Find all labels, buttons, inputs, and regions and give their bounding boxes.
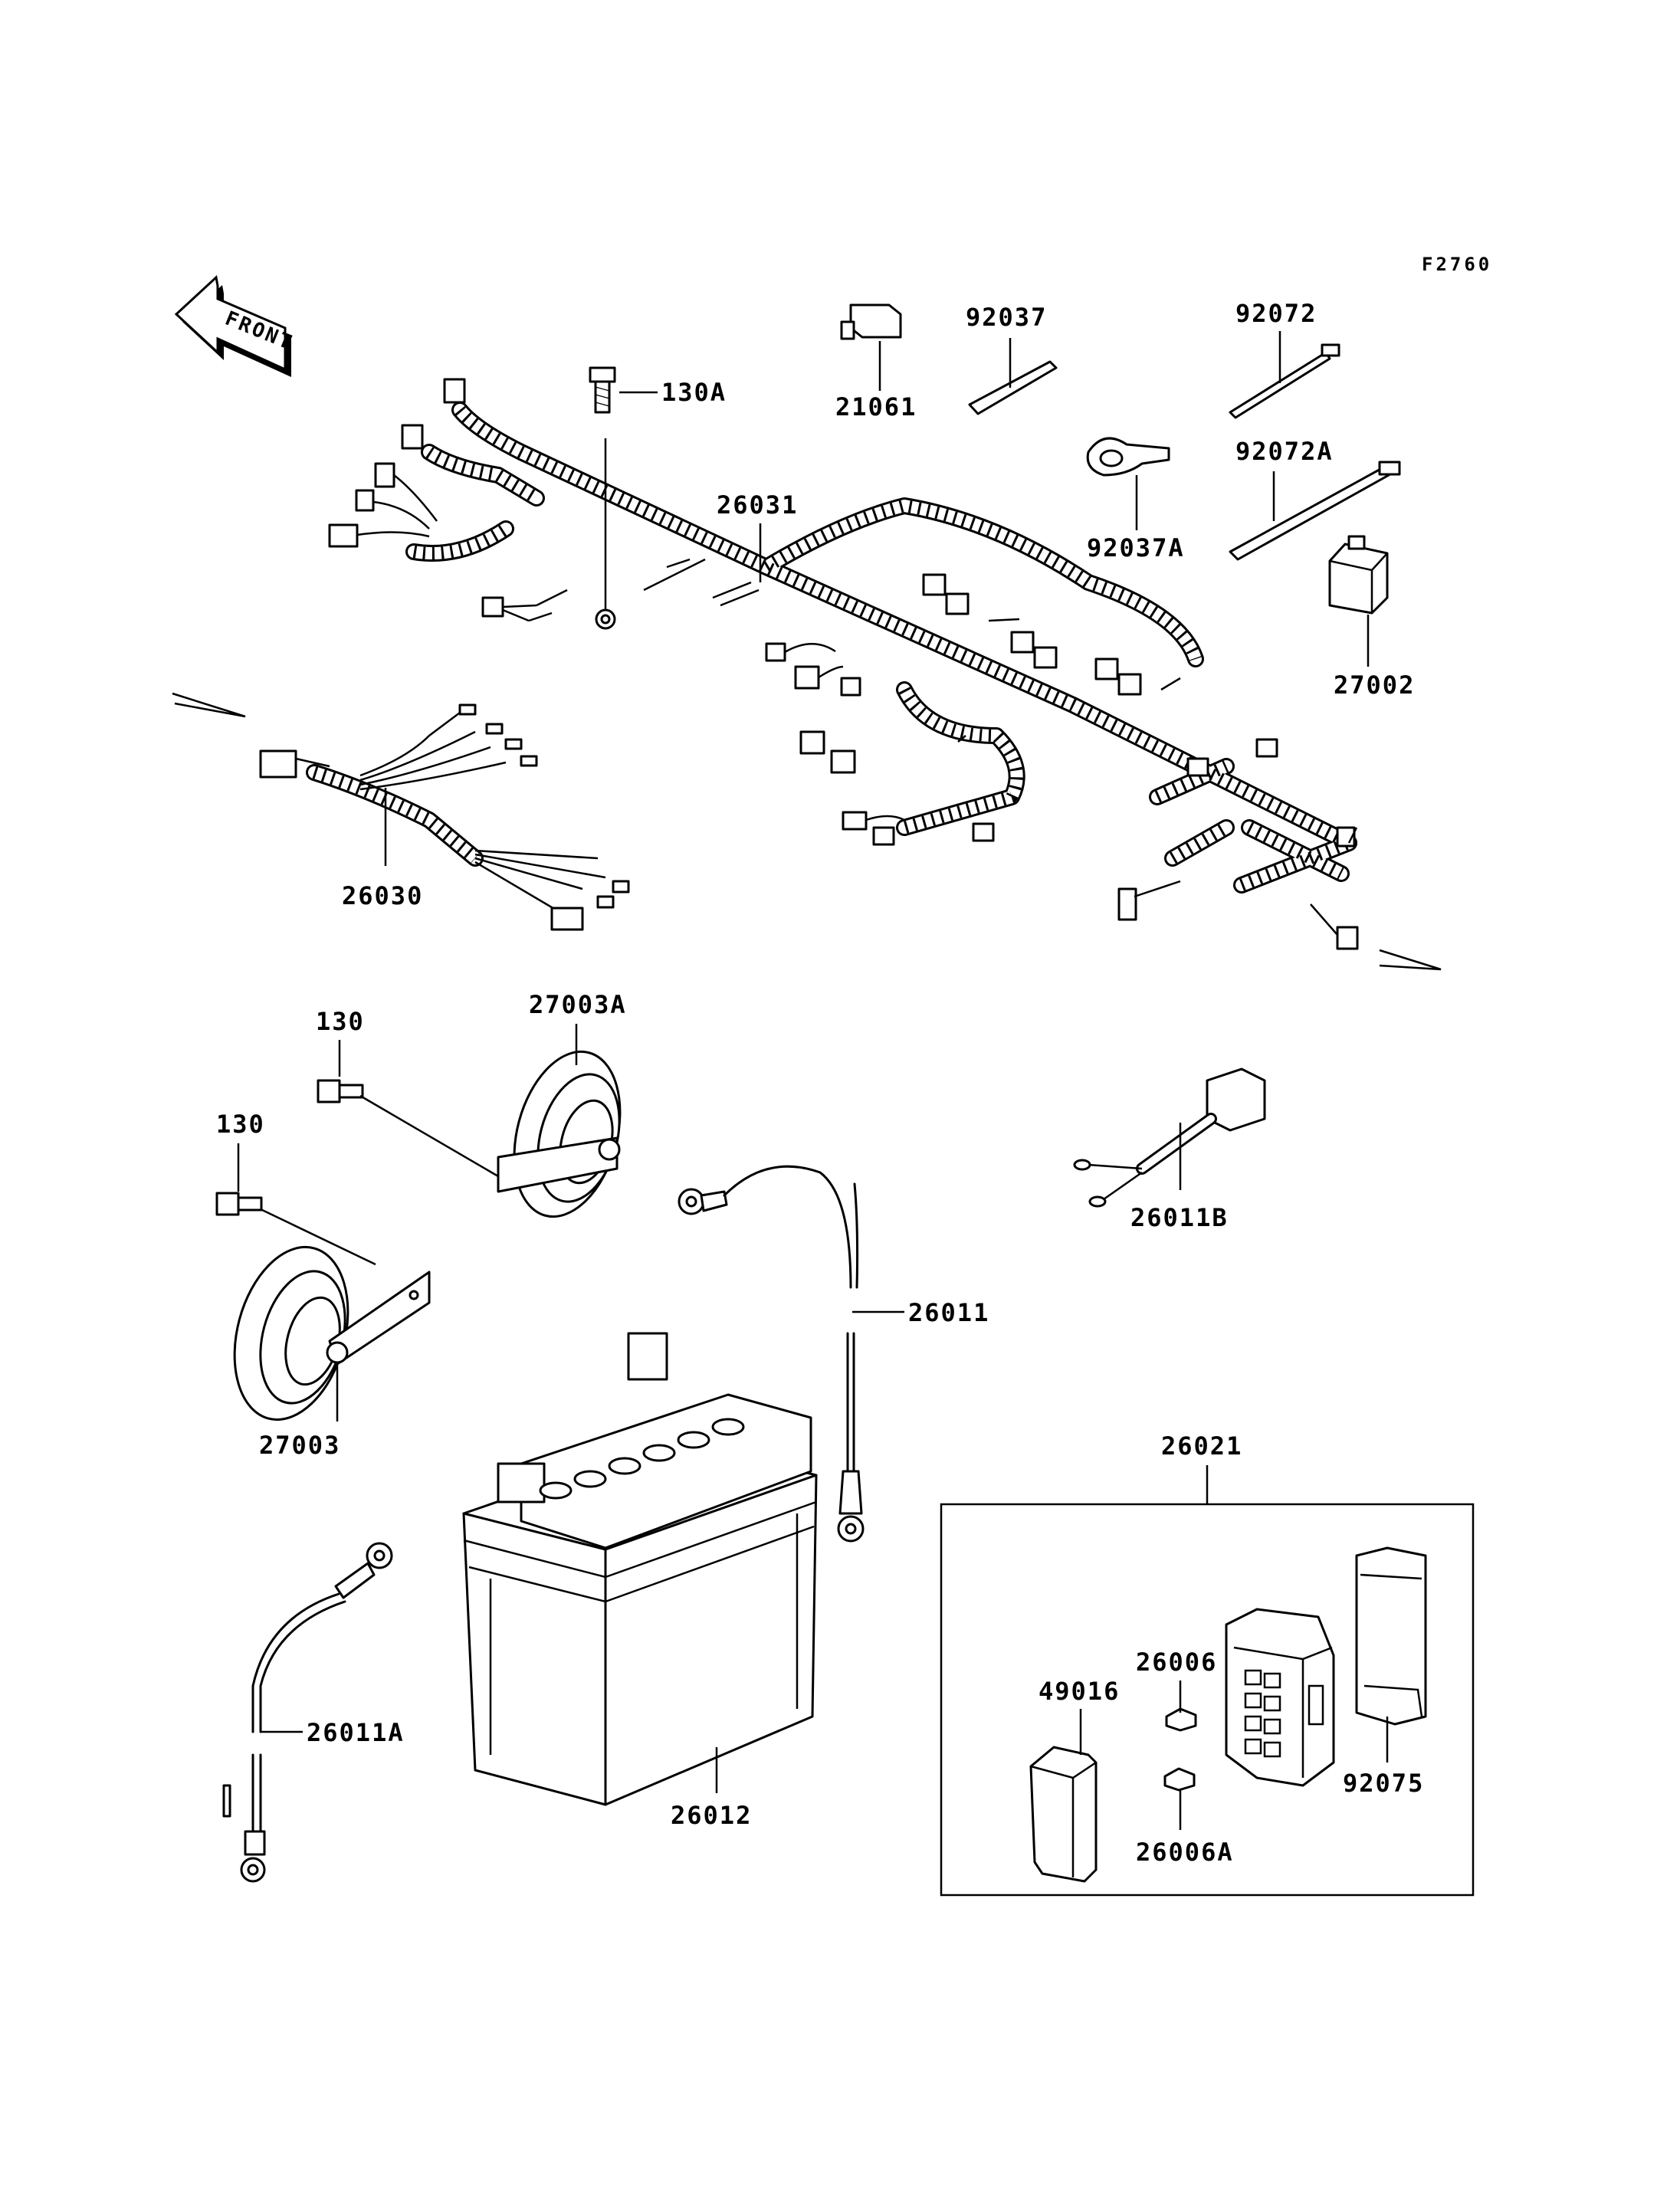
clamp-92037a-icon bbox=[1086, 437, 1170, 477]
figure-code: F2760 bbox=[1422, 254, 1492, 275]
cover-92075-icon bbox=[1355, 1546, 1427, 1726]
junction-box-26021-icon bbox=[1225, 1608, 1335, 1787]
callout-27003: 27003 bbox=[259, 1431, 340, 1460]
cable-26011a-icon bbox=[222, 1542, 393, 1883]
callout-26011: 26011 bbox=[908, 1298, 989, 1327]
callout-130-upper: 130 bbox=[316, 1007, 365, 1036]
band-92072a-icon bbox=[1229, 461, 1401, 561]
relay-21061-icon bbox=[840, 303, 902, 340]
strap-92037-icon bbox=[968, 360, 1058, 415]
cable-26011-icon bbox=[678, 1165, 865, 1543]
callout-26031: 26031 bbox=[717, 490, 798, 520]
band-92072-icon bbox=[1229, 343, 1340, 419]
callout-27003a: 27003A bbox=[529, 990, 627, 1019]
callout-92075: 92075 bbox=[1343, 1769, 1424, 1798]
callout-26006a: 26006A bbox=[1136, 1838, 1234, 1867]
bolt-130-upper-icon bbox=[317, 1079, 499, 1178]
callout-26012: 26012 bbox=[671, 1801, 752, 1830]
callout-92072a: 92072A bbox=[1235, 437, 1334, 466]
cover-49016-icon bbox=[1029, 1746, 1098, 1883]
relay-27002-icon bbox=[1328, 535, 1389, 615]
callout-130a: 130A bbox=[661, 378, 727, 407]
callout-49016: 49016 bbox=[1039, 1677, 1120, 1706]
front-arrow-icon: FRONT bbox=[174, 275, 297, 377]
horn-27003a-icon bbox=[497, 1050, 622, 1218]
bolt-130a-icon bbox=[589, 366, 616, 630]
callout-26011a: 26011A bbox=[307, 1718, 405, 1747]
callout-21061: 21061 bbox=[835, 392, 917, 421]
callout-26021: 26021 bbox=[1161, 1431, 1242, 1461]
callout-26006: 26006 bbox=[1136, 1648, 1217, 1677]
lead-26011b-icon bbox=[1073, 1067, 1266, 1208]
callout-26011b: 26011B bbox=[1130, 1203, 1229, 1232]
callout-27002: 27002 bbox=[1334, 671, 1415, 700]
bolt-130-lower-icon bbox=[215, 1192, 376, 1266]
horn-27003-icon bbox=[233, 1245, 431, 1421]
battery-26012-icon bbox=[462, 1332, 818, 1806]
callout-26030: 26030 bbox=[342, 881, 423, 910]
sub-harness bbox=[172, 692, 630, 931]
callout-130-lower: 130 bbox=[216, 1110, 265, 1139]
callout-92037a: 92037A bbox=[1087, 533, 1185, 562]
callout-92037: 92037 bbox=[966, 303, 1047, 332]
callout-92072: 92072 bbox=[1235, 299, 1317, 328]
main-wiring-harness bbox=[328, 378, 1442, 971]
fuse-26006a-icon bbox=[1163, 1767, 1196, 1792]
